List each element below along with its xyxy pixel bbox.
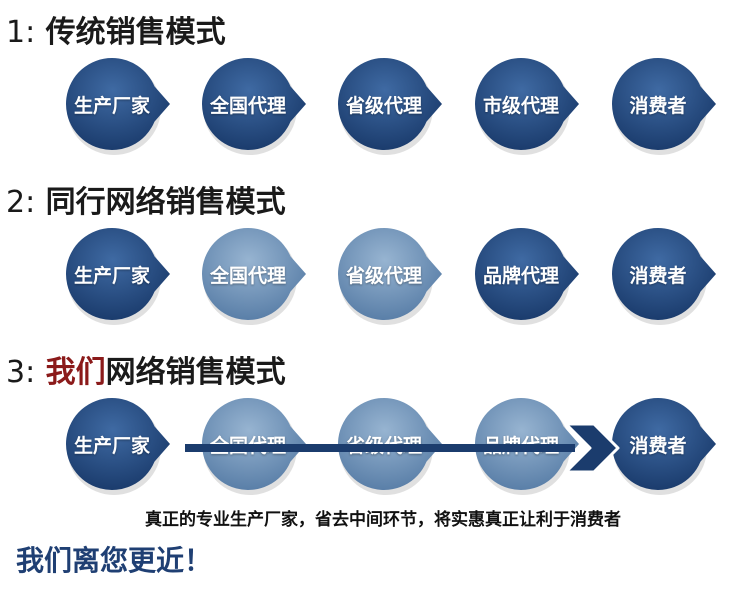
flow-node-bubble	[612, 58, 716, 155]
flow-node: 品牌代理	[475, 398, 579, 498]
flow-node-shape	[202, 58, 306, 150]
flow-node-bubble	[66, 228, 170, 325]
flow-node-bubble	[202, 58, 306, 155]
model-1-number: 1:	[6, 15, 36, 50]
flow-node-label: 市级代理	[482, 94, 559, 117]
flow-node: 消费者	[612, 398, 716, 498]
flow-node-shape	[475, 228, 579, 320]
model-2-title: 同行网络销售模式	[45, 185, 286, 220]
flow-node-shape	[66, 58, 170, 150]
flow-node-bubble	[475, 228, 579, 325]
flow-node: 全国代理	[202, 398, 306, 498]
flow-node-bubble	[66, 58, 170, 155]
flow-node-label: 品牌代理	[482, 434, 559, 457]
flow-node: 生产厂家	[66, 228, 170, 328]
flow-node-shape	[338, 58, 442, 150]
flow-node-label: 消费者	[629, 434, 687, 457]
model-1-heading: 1: 传统销售模式	[6, 15, 226, 51]
flow-node-label: 品牌代理	[482, 264, 559, 287]
flow-node-shape	[612, 58, 716, 150]
flow-node-label: 生产厂家	[73, 434, 150, 457]
flow-node: 消费者	[612, 228, 716, 328]
flow-node-bubble	[612, 228, 716, 325]
caption-text: 真正的专业生产厂家，省去中间环节，将实惠真正让利于消费者	[145, 510, 621, 530]
flow-node: 全国代理	[202, 58, 306, 158]
flow-node-bubble	[612, 398, 716, 495]
flow-node-bubble	[66, 398, 170, 495]
flow-node-shape	[612, 228, 716, 320]
flow-node-label: 全国代理	[209, 264, 286, 287]
flow-node-label: 生产厂家	[73, 264, 150, 287]
model-2-heading: 2: 同行网络销售模式	[6, 185, 286, 221]
flow-node-label: 消费者	[629, 94, 687, 117]
model-1-flow: 生产厂家 全国代理 省级代理 市级代理 消费者	[0, 58, 750, 158]
model-2-number: 2:	[6, 185, 36, 220]
flow-node: 生产厂家	[66, 58, 170, 158]
flow-node-shape	[475, 58, 579, 150]
model-3-title: 网络销售模式	[105, 355, 286, 390]
flow-node-shape	[612, 398, 716, 490]
flow-node-shape	[202, 228, 306, 320]
flow-node: 省级代理	[338, 58, 442, 158]
flow-node-bubble	[338, 228, 442, 325]
flow-node-bubble	[338, 58, 442, 155]
flow-node-label: 生产厂家	[73, 94, 150, 117]
flow-node: 品牌代理	[475, 228, 579, 328]
flow-node: 全国代理	[202, 228, 306, 328]
model-3-flow: 生产厂家 全国代理 省级代理 品牌代理 消费者	[0, 398, 750, 498]
flow-node: 生产厂家	[66, 398, 170, 498]
flow-node-label: 全国代理	[209, 94, 286, 117]
flow-node-shape	[66, 398, 170, 490]
model-3-number: 3:	[6, 355, 36, 390]
flow-node-shape	[338, 228, 442, 320]
flow-node-label: 省级代理	[345, 434, 422, 457]
model-2-flow: 生产厂家 全国代理 省级代理 品牌代理 消费者	[0, 228, 750, 328]
flow-node: 市级代理	[475, 58, 579, 158]
flow-node-label: 消费者	[629, 264, 687, 287]
flow-node: 消费者	[612, 58, 716, 158]
flow-node: 省级代理	[338, 228, 442, 328]
model-1-title: 传统销售模式	[45, 15, 226, 50]
model-3-title-highlight: 我们	[45, 355, 106, 390]
flow-node-bubble	[475, 58, 579, 155]
flow-node-bubble	[202, 228, 306, 325]
flow-node-label: 省级代理	[345, 264, 422, 287]
flow-node-label: 省级代理	[345, 94, 422, 117]
flow-node: 省级代理	[338, 398, 442, 498]
slogan-text: 我们离您更近！	[16, 544, 213, 577]
flow-node-label: 全国代理	[209, 434, 286, 457]
flow-node-shape	[66, 228, 170, 320]
model-3-heading: 3: 我们网络销售模式	[6, 355, 286, 391]
